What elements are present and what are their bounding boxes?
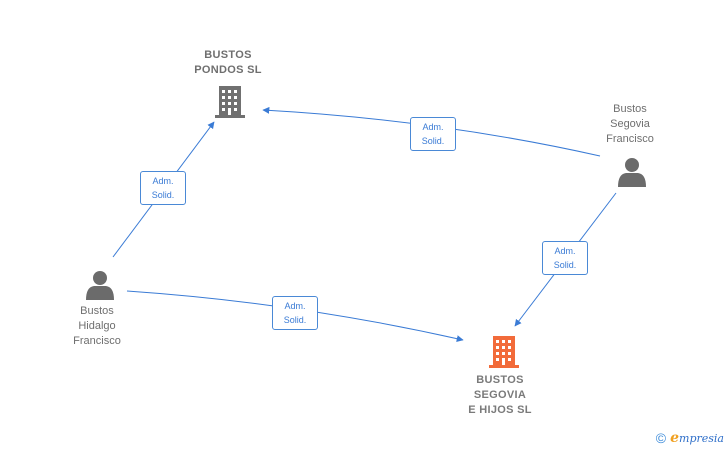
person-icon xyxy=(86,271,114,300)
copyright-icon: © xyxy=(655,430,667,446)
edge-label-hidalgo-hijos: Adm. Solid. xyxy=(272,296,318,330)
footer-brand: © empresia xyxy=(656,430,724,446)
building-icon-highlighted xyxy=(489,336,519,368)
edge-label-segovia-pondos: Adm. Solid. xyxy=(410,117,456,151)
node-bustos-segovia-francisco[interactable]: Bustos Segovia Francisco xyxy=(606,103,654,145)
node-bustos-hidalgo-francisco[interactable]: Bustos Hidalgo Francisco xyxy=(73,305,121,347)
edge-label-segovia-hijos: Adm. Solid. xyxy=(542,241,588,275)
building-icon xyxy=(214,86,246,118)
node-bustos-segovia-e-hijos-sl[interactable]: BUSTOS SEGOVIA E HIJOS SL xyxy=(468,374,532,416)
node-bustos-pondos-sl[interactable]: BUSTOS PONDOS SL xyxy=(194,49,262,76)
person-icon xyxy=(618,158,646,187)
empresia-logo: empresia xyxy=(670,430,724,446)
edge-label-hidalgo-pondos: Adm. Solid. xyxy=(140,171,186,205)
